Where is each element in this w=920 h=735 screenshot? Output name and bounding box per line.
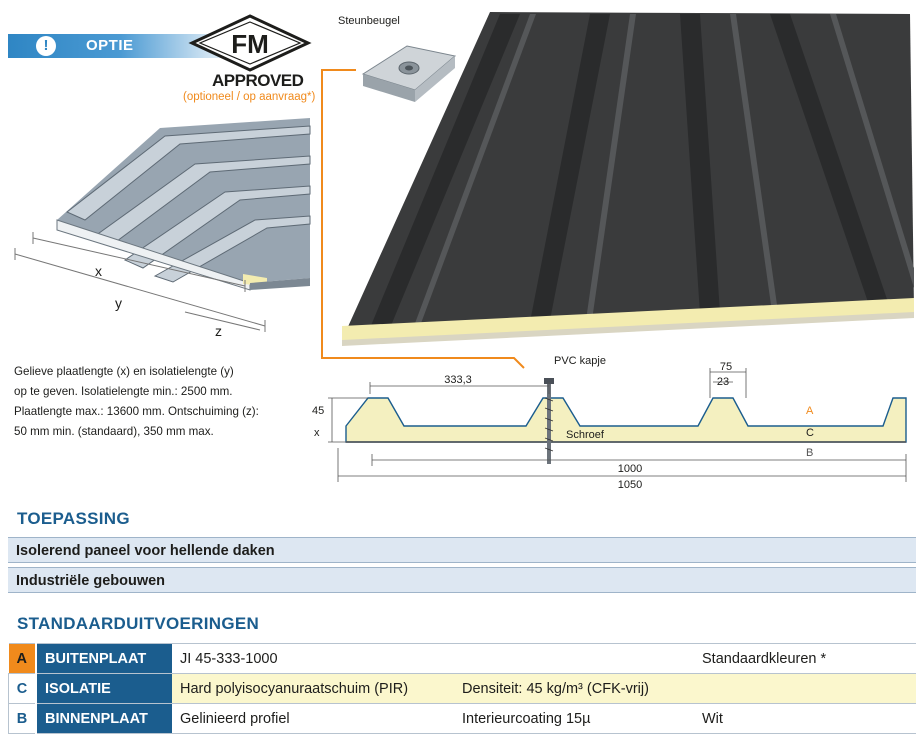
spec-row-buitenplaat: A BUITENPLAAT JI 45-333-1000 Standaardkl…: [8, 643, 916, 674]
toepassing-row: Industriële gebouwen: [8, 567, 916, 593]
fm-logo-text: FM: [231, 29, 269, 59]
spec-value: Interieurcoating 15µ: [462, 703, 702, 734]
spec-table: A BUITENPLAAT JI 45-333-1000 Standaardkl…: [8, 643, 916, 734]
panel-isometric-illustration: x y z: [14, 118, 311, 339]
approved-note: (optioneel / op aanvraag*): [183, 91, 316, 103]
layer-b-label: B: [806, 447, 813, 459]
dim-width-cover: 1000: [618, 463, 642, 475]
dim-width-total: 1050: [618, 479, 642, 491]
intro-line: op te geven. Isolatielengte min.: 2500 m…: [14, 385, 233, 398]
orange-connector-line: [321, 69, 525, 369]
dim-z-label: z: [215, 323, 222, 339]
schroef-label: Schroef: [566, 429, 605, 441]
spec-row-binnenplaat: B BINNENPLAAT Gelinieerd profiel Interie…: [8, 703, 916, 734]
spec-code: C: [8, 673, 37, 704]
spec-code: A: [8, 643, 37, 674]
steunbeugel-label: Steunbeugel: [338, 15, 400, 27]
spec-value: [702, 673, 916, 704]
fm-diamond-logo: FM: [188, 14, 312, 72]
layer-a-label: A: [806, 405, 814, 417]
spec-category: ISOLATIE: [36, 673, 172, 704]
steunbeugel-bracket-illustration: [361, 45, 457, 102]
intro-line: Gelieve plaatlengte (x) en isolatielengt…: [14, 365, 234, 378]
dim-x-label: x: [95, 263, 102, 279]
panel-photo-illustration: [342, 12, 914, 346]
pvc-kapje-label: PVC kapje: [554, 355, 606, 367]
intro-line: 50 mm min. (standaard), 350 mm max.: [14, 425, 214, 438]
spec-value: [462, 643, 702, 674]
spec-category: BUITENPLAAT: [36, 643, 172, 674]
intro-text: Gelieve plaatlengte (x) en isolatielengt…: [14, 362, 314, 442]
dim-y-label: y: [115, 295, 122, 311]
spec-value: JI 45-333-1000: [172, 643, 462, 674]
info-icon: !: [36, 36, 56, 56]
standaard-title: STANDAARDUITVOERINGEN: [17, 614, 260, 633]
intro-line: Plaatlengte max.: 13600 mm. Ontschuiming…: [14, 405, 259, 418]
spec-code: B: [8, 703, 37, 734]
dim-pitch: 333,3: [444, 374, 472, 386]
option-label: OPTIE: [86, 37, 134, 54]
approved-label: APPROVED: [212, 71, 304, 90]
dim-height: 45: [312, 405, 324, 417]
spec-value: Standaardkleuren *: [702, 643, 916, 674]
spec-value: Gelinieerd profiel: [172, 703, 462, 734]
spec-row-isolatie: C ISOLATIE Hard polyisocyanuraatschuim (…: [8, 673, 916, 704]
spec-value: Densiteit: 45 kg/m³ (CFK-vrij): [462, 673, 702, 704]
dim-top-width: 75: [720, 361, 732, 373]
dim-inner-width: 23: [717, 376, 729, 388]
spec-category: BINNENPLAAT: [36, 703, 172, 734]
toepassing-row: Isolerend paneel voor hellende daken: [8, 537, 916, 563]
spec-value: Hard polyisocyanuraatschuim (PIR): [172, 673, 462, 704]
dim-thickness: x: [314, 427, 320, 439]
layer-c-label: C: [806, 427, 814, 439]
spec-value: Wit: [702, 703, 916, 734]
profile-cross-section: 333,3 75 23 45 x Schroef A C B 1000 1050: [312, 361, 907, 491]
toepassing-title: TOEPASSING: [17, 509, 130, 528]
